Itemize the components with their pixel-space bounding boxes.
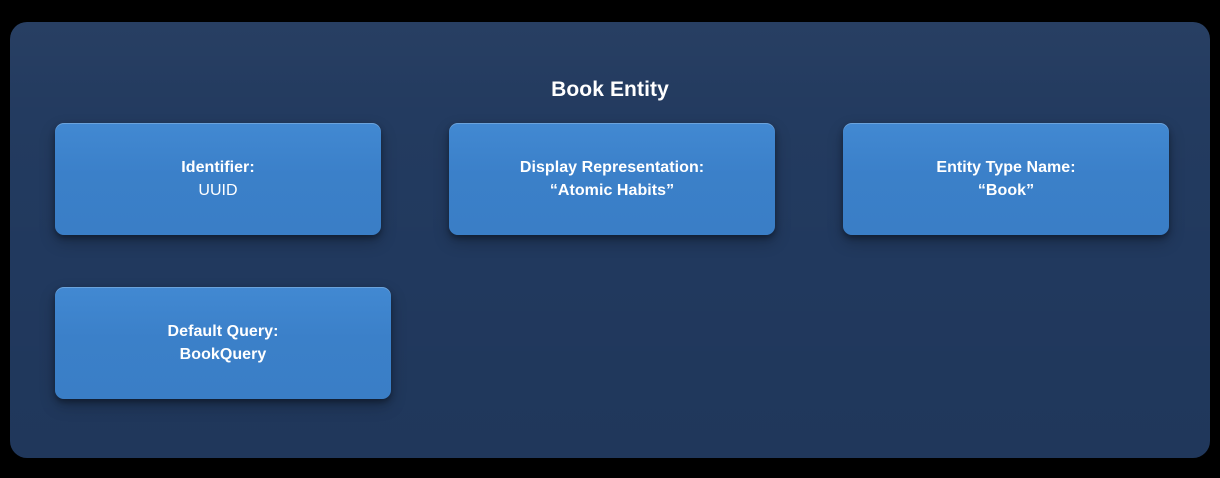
attribute-card-grid: Identifier: UUID Display Representation:…: [55, 123, 1169, 399]
card-display-representation-value: “Atomic Habits”: [549, 182, 675, 199]
card-default-query-value: BookQuery: [179, 346, 267, 363]
card-row-1: Identifier: UUID Display Representation:…: [55, 123, 1169, 235]
card-display-representation[interactable]: Display Representation: “Atomic Habits”: [449, 123, 775, 235]
card-entity-type-name[interactable]: Entity Type Name: “Book”: [843, 123, 1169, 235]
card-default-query[interactable]: Default Query: BookQuery: [55, 287, 391, 399]
card-identifier-label: Identifier:: [181, 159, 255, 176]
book-entity-panel: Book Entity Identifier: UUID Display Rep…: [10, 22, 1210, 458]
card-entity-type-name-label: Entity Type Name:: [936, 159, 1076, 176]
page-title: Book Entity: [551, 78, 669, 101]
card-identifier[interactable]: Identifier: UUID: [55, 123, 381, 235]
card-display-representation-label: Display Representation:: [519, 159, 705, 176]
card-entity-type-name-value: “Book”: [977, 182, 1035, 199]
card-default-query-label: Default Query:: [167, 323, 279, 340]
card-row-2: Default Query: BookQuery: [55, 287, 1169, 399]
card-identifier-value: UUID: [198, 182, 238, 199]
